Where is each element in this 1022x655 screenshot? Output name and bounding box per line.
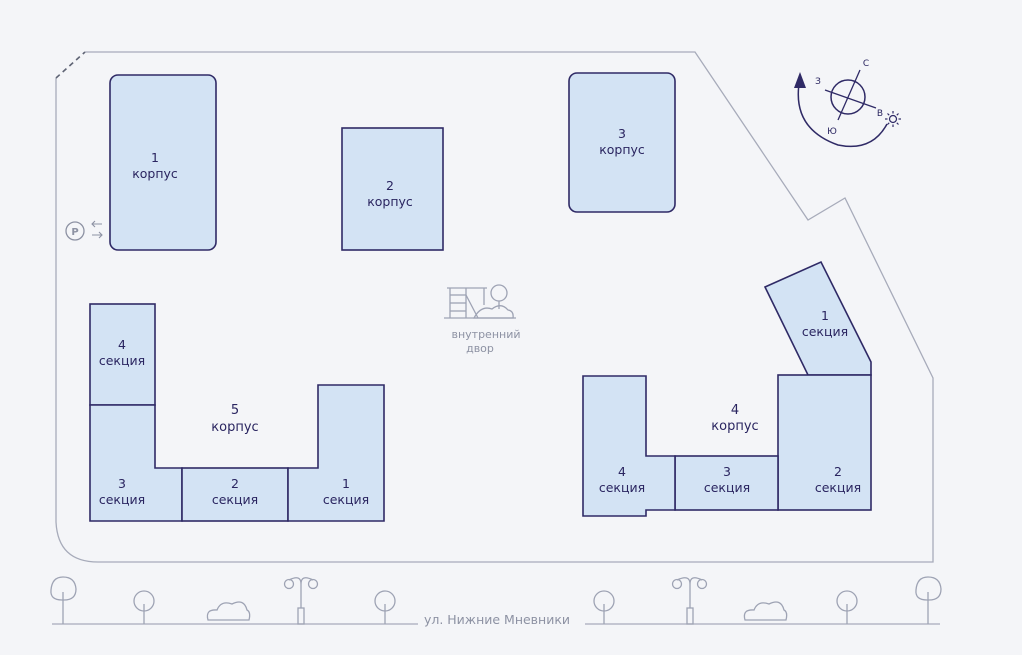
parking-letter: P [71,227,78,238]
street-lamp-icon [283,577,319,625]
building-4-section-3-label: секция [704,480,750,495]
building-5-section-4-number: 4 [118,337,126,352]
building-4-section-1-number: 1 [821,308,829,323]
round-tree-icon [374,590,396,624]
bush-icon [206,601,251,621]
site-boundary [55,51,934,563]
building-3-label: корпус [599,142,645,157]
tree-icon [50,576,77,624]
compass-rose-icon: С Ю З В [794,59,901,148]
courtyard-label-line1: внутренний [451,328,520,341]
building-5-number: 5 [231,403,239,418]
building-3[interactable] [568,72,676,213]
building-5: 4 секция 3 секция 2 секция 1 секция 5 ко… [89,303,385,522]
parking-arrows-icon [91,220,103,239]
compass-south: Ю [827,127,837,137]
building-5-section-4-label: секция [99,353,145,368]
street-lamp-icon [671,577,708,625]
building-4-section-4-label: секция [599,480,645,495]
building-2-label: корпус [367,194,413,209]
compass-west: З [815,77,821,87]
building-5-section-2[interactable] [181,467,289,522]
building-4-section-4-number: 4 [618,464,626,479]
building-5-section-2-label: секция [212,492,258,507]
round-tree-icon [593,590,615,624]
building-5-section-1[interactable] [287,384,385,522]
bush-icon [743,601,788,621]
building-3-number: 3 [618,126,626,141]
building-5-section-1-number: 1 [342,476,350,491]
round-tree-icon [836,590,858,624]
building-5-label: корпус [211,420,258,435]
site-boundary-dashed [55,51,86,79]
courtyard-label-line2: двор [466,342,494,355]
building-4-section-1-label: секция [802,324,848,339]
building-1[interactable] [109,74,217,251]
sun-icon [885,111,901,127]
building-5-section-3-number: 3 [118,476,126,491]
building-5-section-3-label: секция [99,492,145,507]
building-4-section-1[interactable] [763,260,872,376]
building-4-label: корпус [711,419,758,434]
building-2[interactable] [341,127,444,251]
street-name: ул. Нижние Мневники [424,612,570,627]
building-4-section-3-number: 3 [723,464,731,479]
round-tree-icon [133,590,155,624]
building-4: 1 секция 2 секция 3 секция 4 секция 4 ко… [582,260,872,517]
building-4-section-4[interactable] [582,375,676,517]
building-5-section-2-number: 2 [231,476,239,491]
building-1-number: 1 [151,150,159,165]
building-4-section-2[interactable] [777,374,872,511]
compass-north: С [863,59,869,69]
building-2-number: 2 [386,178,394,193]
building-1-label: корпус [132,166,178,181]
building-5-section-1-label: секция [323,492,369,507]
building-4-section-2-label: секция [815,480,861,495]
parking-sign[interactable]: P [65,220,103,241]
compass-east: В [877,109,883,119]
tree-icon [915,576,942,624]
building-4-number: 4 [731,403,739,418]
building-4-section-2-number: 2 [834,464,842,479]
parking-icon [65,221,85,241]
playground-icon [444,284,516,319]
building-4-section-3[interactable] [674,455,779,511]
